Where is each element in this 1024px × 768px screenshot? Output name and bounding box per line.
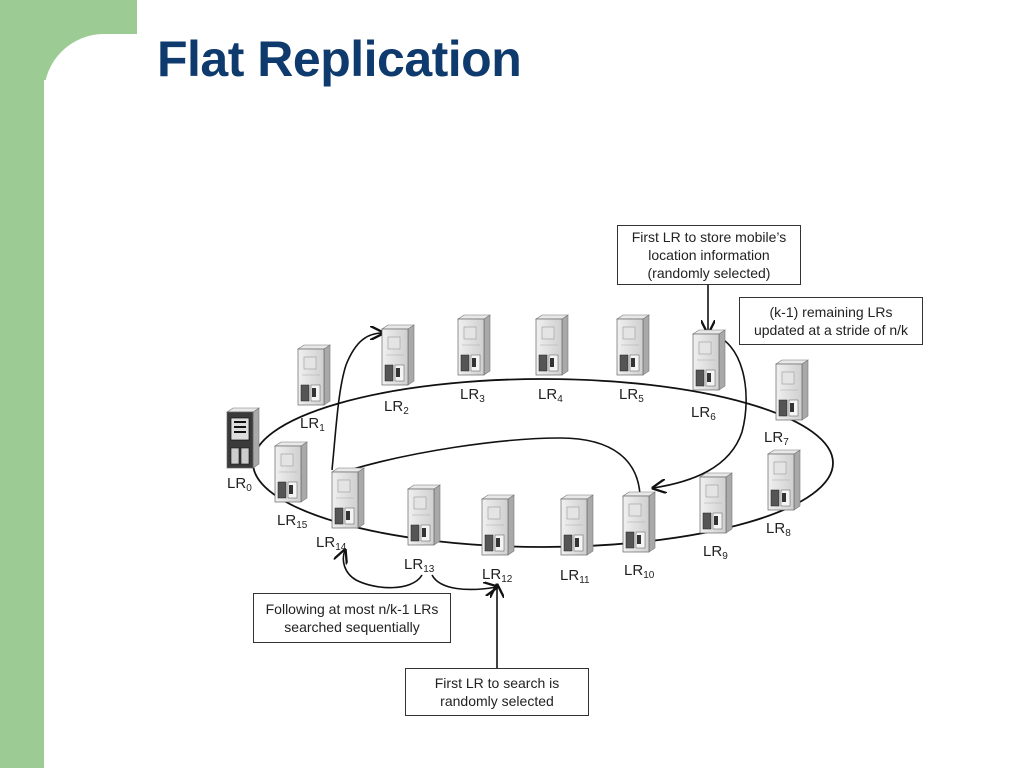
callout-first-store-line-2: location information — [648, 247, 770, 263]
arrow-lr14-to-lr2 — [331, 333, 383, 471]
callout-first-store-line-3: (randomly selected) — [647, 265, 771, 281]
lr-label: LR3 — [460, 386, 485, 405]
server-tower-icon — [775, 359, 809, 421]
lr-label-subscript: 1 — [319, 423, 325, 434]
server-tower-icon — [457, 314, 491, 376]
lr-label-subscript: 6 — [710, 412, 716, 423]
server-tower-icon — [699, 472, 733, 534]
lr-label-prefix: LR — [404, 556, 424, 573]
arrow-lr6-to-lr10 — [653, 332, 747, 488]
server-tower-icon — [381, 324, 415, 386]
slide-title: Flat Replication — [157, 31, 522, 87]
server-tower-icon — [560, 494, 594, 556]
server-tower-icon — [622, 491, 656, 553]
lr-label-subscript: 15 — [296, 520, 308, 531]
lr-label-subscript: 14 — [335, 542, 347, 553]
lr-label: LR9 — [703, 543, 728, 562]
lr-label: LR7 — [764, 429, 789, 448]
callout-sequential-search: Following at most n/k-1 LRs searched seq… — [253, 593, 451, 643]
lr-label-subscript: 9 — [722, 551, 728, 562]
lr-label-prefix: LR — [300, 415, 320, 432]
server-tower-icon — [297, 344, 331, 406]
server-tower-icon — [331, 467, 365, 529]
lr-label: LR11 — [560, 567, 590, 586]
lr-label-prefix: LR — [460, 386, 480, 403]
lr-label-prefix: LR — [624, 562, 644, 579]
sidebar-accent — [0, 0, 44, 768]
lr-label-subscript: 13 — [423, 564, 435, 575]
server-tower-icon — [767, 449, 801, 511]
lr-label-prefix: LR — [227, 475, 247, 492]
lr-label-subscript: 3 — [479, 394, 485, 405]
server-tower-icon — [535, 314, 569, 376]
lr-label: LR15 — [277, 512, 307, 531]
lr-label-subscript: 11 — [579, 575, 590, 586]
lr-label: LR10 — [624, 562, 654, 581]
callout-first-search-line-2: randomly selected — [440, 693, 554, 709]
lr-label-subscript: 10 — [643, 570, 655, 581]
lr-label-prefix: LR — [703, 543, 723, 560]
lr-label-subscript: 0 — [246, 483, 252, 494]
callout-first-store-line-1: First LR to store mobile’s — [631, 229, 787, 245]
server-tower-icon — [616, 314, 650, 376]
lr-label: LR1 — [300, 415, 325, 434]
lr-label: LR13 — [404, 556, 434, 575]
lr-label: LR4 — [538, 386, 563, 405]
lr-label-subscript: 5 — [638, 394, 644, 405]
callout-first-search: First LR to search is randomly selected — [405, 668, 589, 716]
lr-label-subscript: 4 — [557, 394, 563, 405]
callout-first-search-line-1: First LR to search is — [434, 675, 560, 691]
lr-label-prefix: LR — [691, 404, 711, 421]
lr-label: LR6 — [691, 404, 716, 423]
lr-label-subscript: 8 — [785, 528, 791, 539]
lr-label: LR14 — [316, 534, 346, 553]
callout-sequential-line-1: Following at most n/k-1 LRs — [265, 601, 439, 617]
lr-label-prefix: LR — [764, 429, 784, 446]
callout-remaining-line-2: updated at a stride of n/k — [753, 322, 909, 338]
lr-label-subscript: 2 — [403, 406, 409, 417]
server-tower-icon — [274, 441, 308, 503]
lr-label-prefix: LR — [619, 386, 639, 403]
lr-label: LR0 — [227, 475, 252, 494]
lr-label: LR5 — [619, 386, 644, 405]
arrow-lr12-to-lr14 — [343, 550, 423, 589]
callout-first-store: First LR to store mobile’s location info… — [617, 225, 801, 285]
server-tower-icon — [692, 329, 726, 391]
lr-label-prefix: LR — [277, 512, 297, 529]
lr-label-prefix: LR — [316, 534, 336, 551]
server-tower-icon — [226, 407, 260, 469]
arrow-lr14-over-to-lr10 — [349, 437, 641, 496]
lr-label-prefix: LR — [560, 567, 580, 584]
lr-label-prefix: LR — [482, 566, 502, 583]
lr-label-subscript: 12 — [501, 574, 513, 585]
lr-label: LR12 — [482, 566, 512, 585]
arrow-search-to-lr12 — [431, 574, 497, 589]
server-tower-icon — [481, 494, 515, 556]
callout-sequential-line-2: searched sequentially — [284, 619, 420, 635]
lr-label-subscript: 7 — [783, 437, 789, 448]
callout-remaining-lrs: (k-1) remaining LRs updated at a stride … — [739, 297, 923, 345]
lr-label-prefix: LR — [766, 520, 786, 537]
lr-label: LR2 — [384, 398, 409, 417]
lr-label-prefix: LR — [384, 398, 404, 415]
server-tower-icon — [407, 484, 441, 546]
lr-label: LR8 — [766, 520, 791, 539]
callout-remaining-line-1: (k-1) remaining LRs — [769, 304, 893, 320]
lr-label-prefix: LR — [538, 386, 558, 403]
